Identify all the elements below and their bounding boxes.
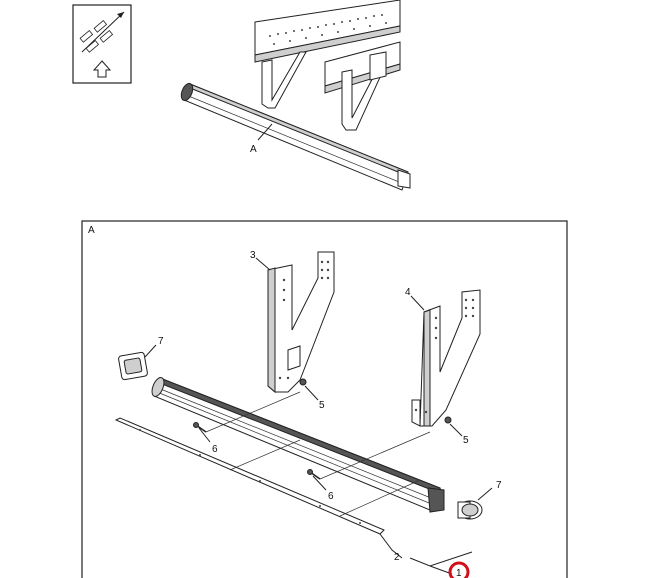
callout-7-left: 7 (158, 336, 164, 347)
overview-view: A (180, 0, 411, 191)
end-cap-left (118, 351, 148, 381)
detail-view: 3 4 7 7 5 5 6 6 2 1 (114, 250, 502, 578)
crossmember-tube (151, 377, 445, 513)
highlight-ring-callout-1 (448, 561, 470, 578)
detail-frame (81, 220, 568, 578)
callout-4: 4 (405, 287, 411, 298)
bolt-6-lower (307, 469, 321, 480)
callout-5-lower: 5 (463, 435, 469, 446)
callout-leaders (144, 257, 493, 575)
flat-strip (114, 417, 385, 535)
callout-1: 1 (456, 568, 462, 578)
callout-6-upper: 6 (212, 444, 218, 455)
bolt-6-upper (193, 422, 207, 433)
detail-label: A (88, 225, 95, 236)
callout-3: 3 (250, 250, 256, 261)
guide-lines (205, 391, 431, 517)
bracket-3 (267, 251, 335, 394)
bracket-4 (411, 289, 481, 427)
callout-6-lower: 6 (328, 491, 334, 502)
nut-5-upper (299, 378, 307, 386)
view-callout-a: A (250, 144, 257, 155)
end-cap-right (457, 500, 483, 520)
vehicle-orientation-arrow-icon (72, 4, 132, 84)
nut-5-lower (444, 416, 452, 424)
callout-5-upper: 5 (319, 400, 325, 411)
callout-7-right: 7 (496, 480, 502, 491)
callout-2: 2 (394, 552, 400, 563)
